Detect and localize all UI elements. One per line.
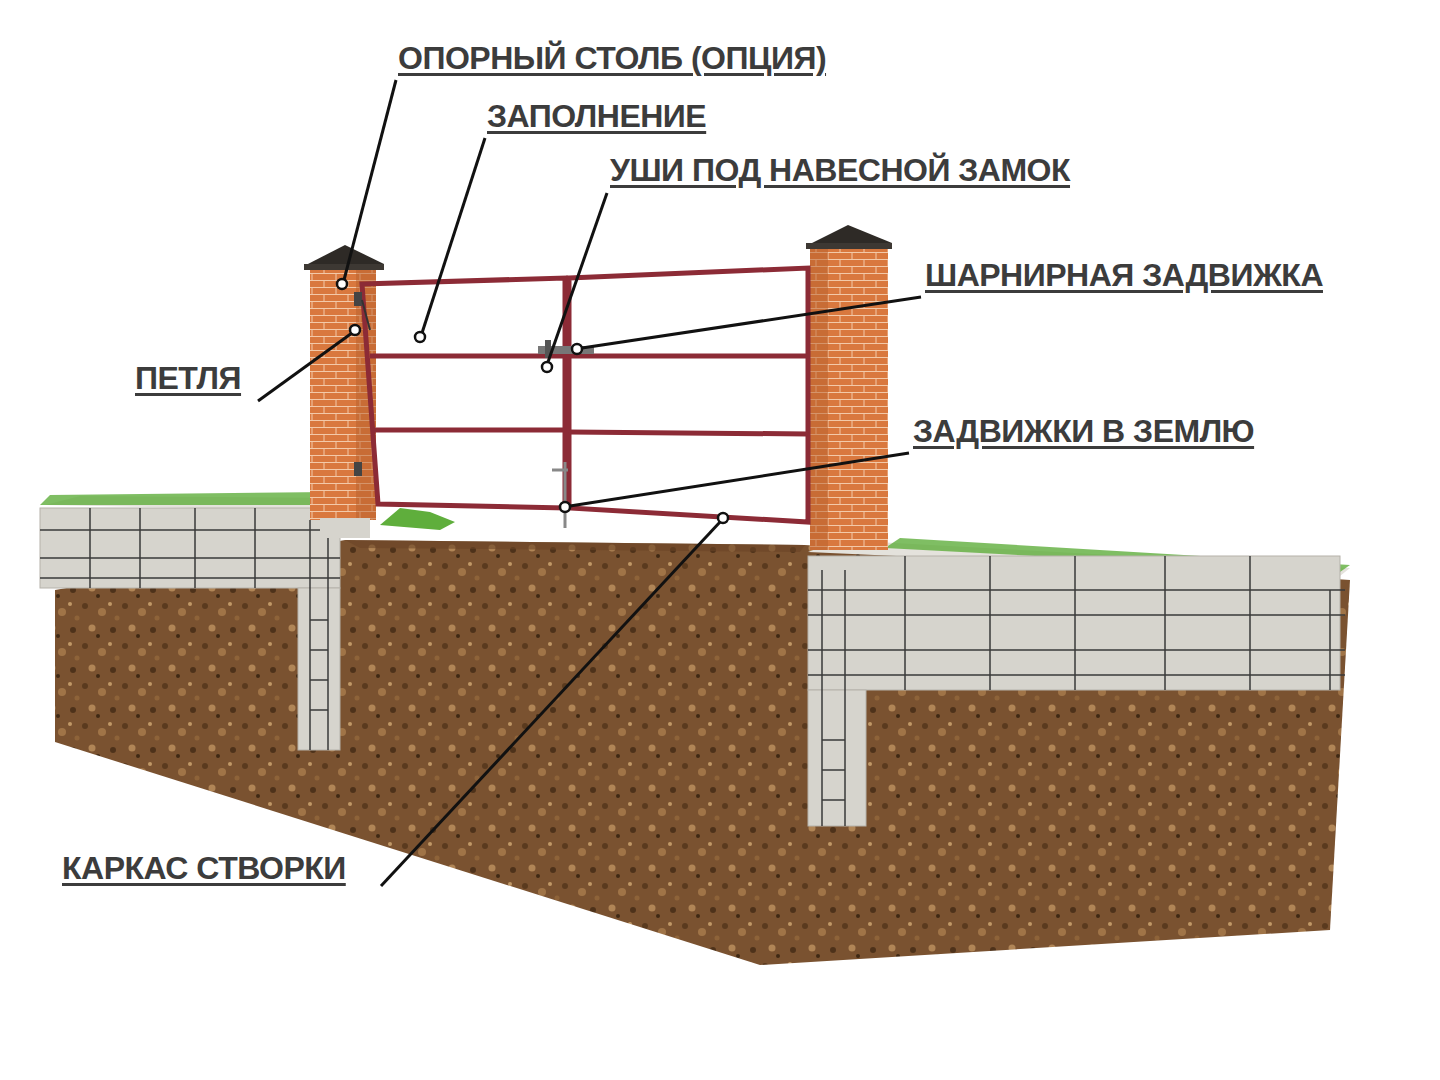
hinge [354,462,362,476]
foundation-strip [40,508,340,588]
callout-label: ОПОРНЫЙ СТОЛБ (ОПЦИЯ) [398,40,826,76]
grass [380,508,455,530]
foundation-column [808,690,866,826]
pillar-cap [304,245,384,266]
callout-label: ПЕТЛЯ [135,360,241,396]
brick-pillar [310,265,376,520]
leader-dot [337,279,728,523]
callout-label: ШАРНИРНАЯ ЗАДВИЖКА [925,257,1323,293]
brick-pillar [810,246,888,550]
rebar [808,556,1345,826]
ground-bolt [552,462,568,528]
gate-frame [362,268,808,522]
soil-surface [345,540,805,552]
foundation-strip [808,556,1340,690]
callout-label: КАРКАС СТВОРКИ [62,850,346,886]
pillar-cap [806,225,892,246]
callout-label: ЗАПОЛНЕНИЕ [487,98,706,134]
callout-label: УШИ ПОД НАВЕСНОЙ ЗАМОК [610,152,1070,188]
leader-line [258,80,921,886]
soil [55,540,1350,965]
rebar [40,508,340,750]
foundation-column [298,588,340,750]
hinge [354,292,362,306]
grass [40,492,345,505]
callout-label: ЗАДВИЖКИ В ЗЕМЛЮ [913,413,1254,449]
